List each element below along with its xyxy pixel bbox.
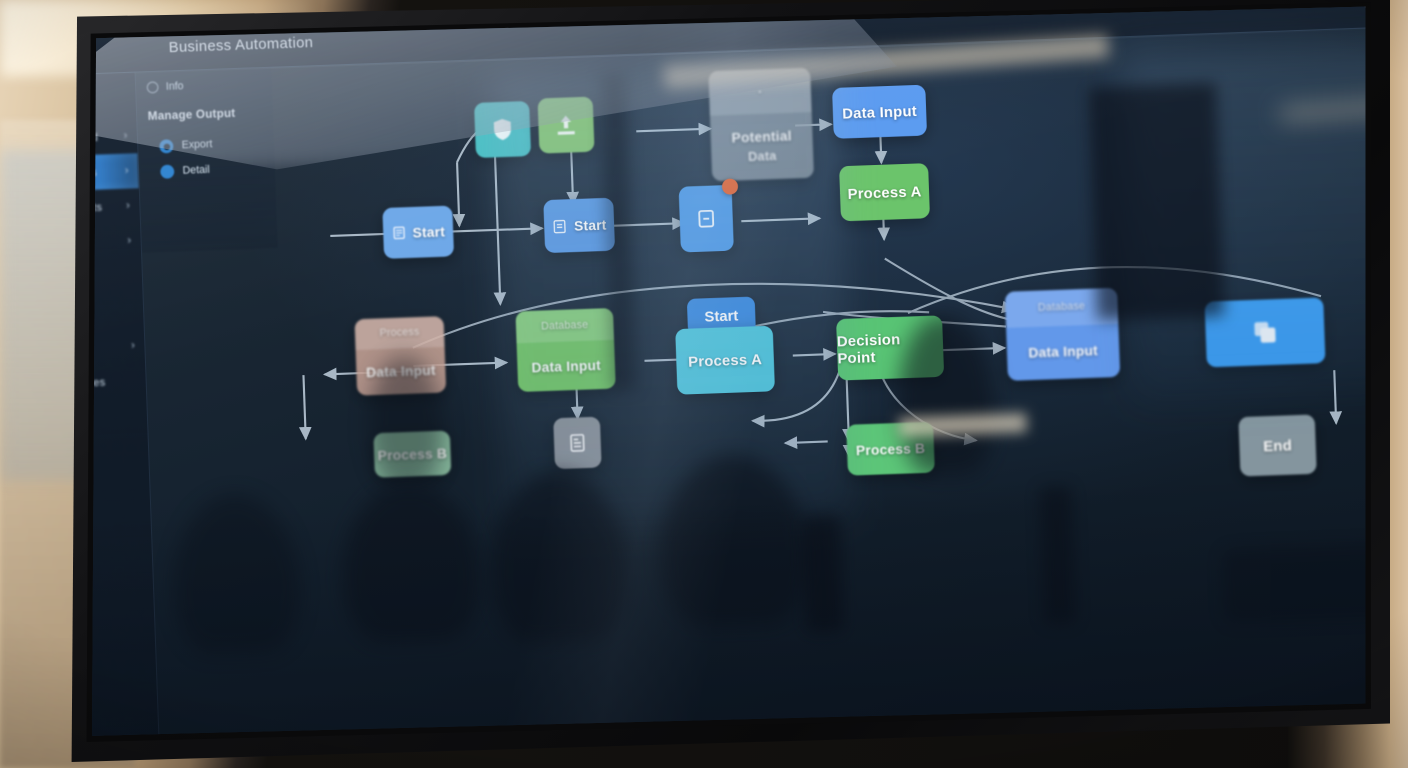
application-panel: BPA Business Automation Ov <box>92 6 1366 736</box>
node-process-a-top[interactable]: Process A <box>839 163 931 222</box>
node-label: Process B <box>377 444 448 464</box>
node-data-input-top[interactable]: Data Input <box>832 84 928 139</box>
node-document-gray[interactable] <box>553 416 602 470</box>
node-label: Process B <box>855 439 926 458</box>
card-sub: Data <box>747 148 777 165</box>
chevron-right-icon: › <box>131 339 136 352</box>
node-decision-point[interactable]: Decision Point <box>836 315 945 381</box>
node-label: Decision Point <box>836 330 901 367</box>
node-label: Process A <box>847 182 922 202</box>
node-label: Start <box>704 306 739 325</box>
flow-canvas[interactable]: info-circle-icon• Potential Data Data In… <box>136 26 1366 736</box>
node-approve-teal[interactable] <box>474 100 532 159</box>
form-icon <box>698 209 715 228</box>
node-label: Data Input <box>841 101 918 122</box>
upload-icon <box>557 115 575 135</box>
form-icon <box>553 219 566 233</box>
shield-check-icon <box>493 118 512 141</box>
chevron-right-icon: › <box>126 199 131 212</box>
node-card-potential[interactable]: info-circle-icon• Potential Data <box>708 67 815 182</box>
node-start-mid[interactable]: Start <box>543 197 616 254</box>
chevron-right-icon: › <box>124 164 129 177</box>
node-label: Data Input <box>365 361 436 381</box>
chevron-right-icon: › <box>123 129 128 142</box>
node-end[interactable]: End <box>1238 414 1317 477</box>
copy-icon <box>1254 322 1276 343</box>
node-data-input-right[interactable]: Database Data Input <box>1004 287 1121 381</box>
node-process-b-right[interactable]: Process B <box>846 421 935 476</box>
node-process-b-left[interactable]: Process B <box>373 430 452 478</box>
card-band-text: • <box>758 86 762 97</box>
node-label: Data Input <box>1028 342 1099 362</box>
node-data-input-center[interactable]: Database Data Input <box>515 307 616 392</box>
document-icon <box>570 433 585 452</box>
card-title: Potential <box>731 127 792 147</box>
node-form-badge[interactable] <box>678 178 739 253</box>
page-title: Business Automation <box>168 32 314 55</box>
wall-display: BPA Business Automation Ov <box>71 0 1390 762</box>
card-band: info-circle-icon• <box>708 67 812 116</box>
node-label: End <box>1262 436 1293 455</box>
node-label: Start <box>412 223 446 241</box>
chevron-right-icon: › <box>127 234 132 247</box>
node-data-input-left[interactable]: Process Data Input <box>354 316 447 396</box>
node-upload-green[interactable] <box>537 96 595 154</box>
form-icon <box>393 226 405 240</box>
node-copy-blue[interactable] <box>1204 297 1326 368</box>
node-label: Data Input <box>531 356 602 376</box>
display-screen: BPA Business Automation Ov <box>92 6 1366 736</box>
node-label: Start <box>573 216 607 234</box>
top-actions <box>1359 6 1366 15</box>
node-process-a-center[interactable]: Process A <box>675 325 775 395</box>
node-band: Database <box>515 307 615 344</box>
node-start-left[interactable]: Start <box>382 205 455 259</box>
node-band: Process <box>354 316 445 350</box>
node-band: Database <box>1004 287 1119 328</box>
node-label: Process A <box>687 350 763 370</box>
